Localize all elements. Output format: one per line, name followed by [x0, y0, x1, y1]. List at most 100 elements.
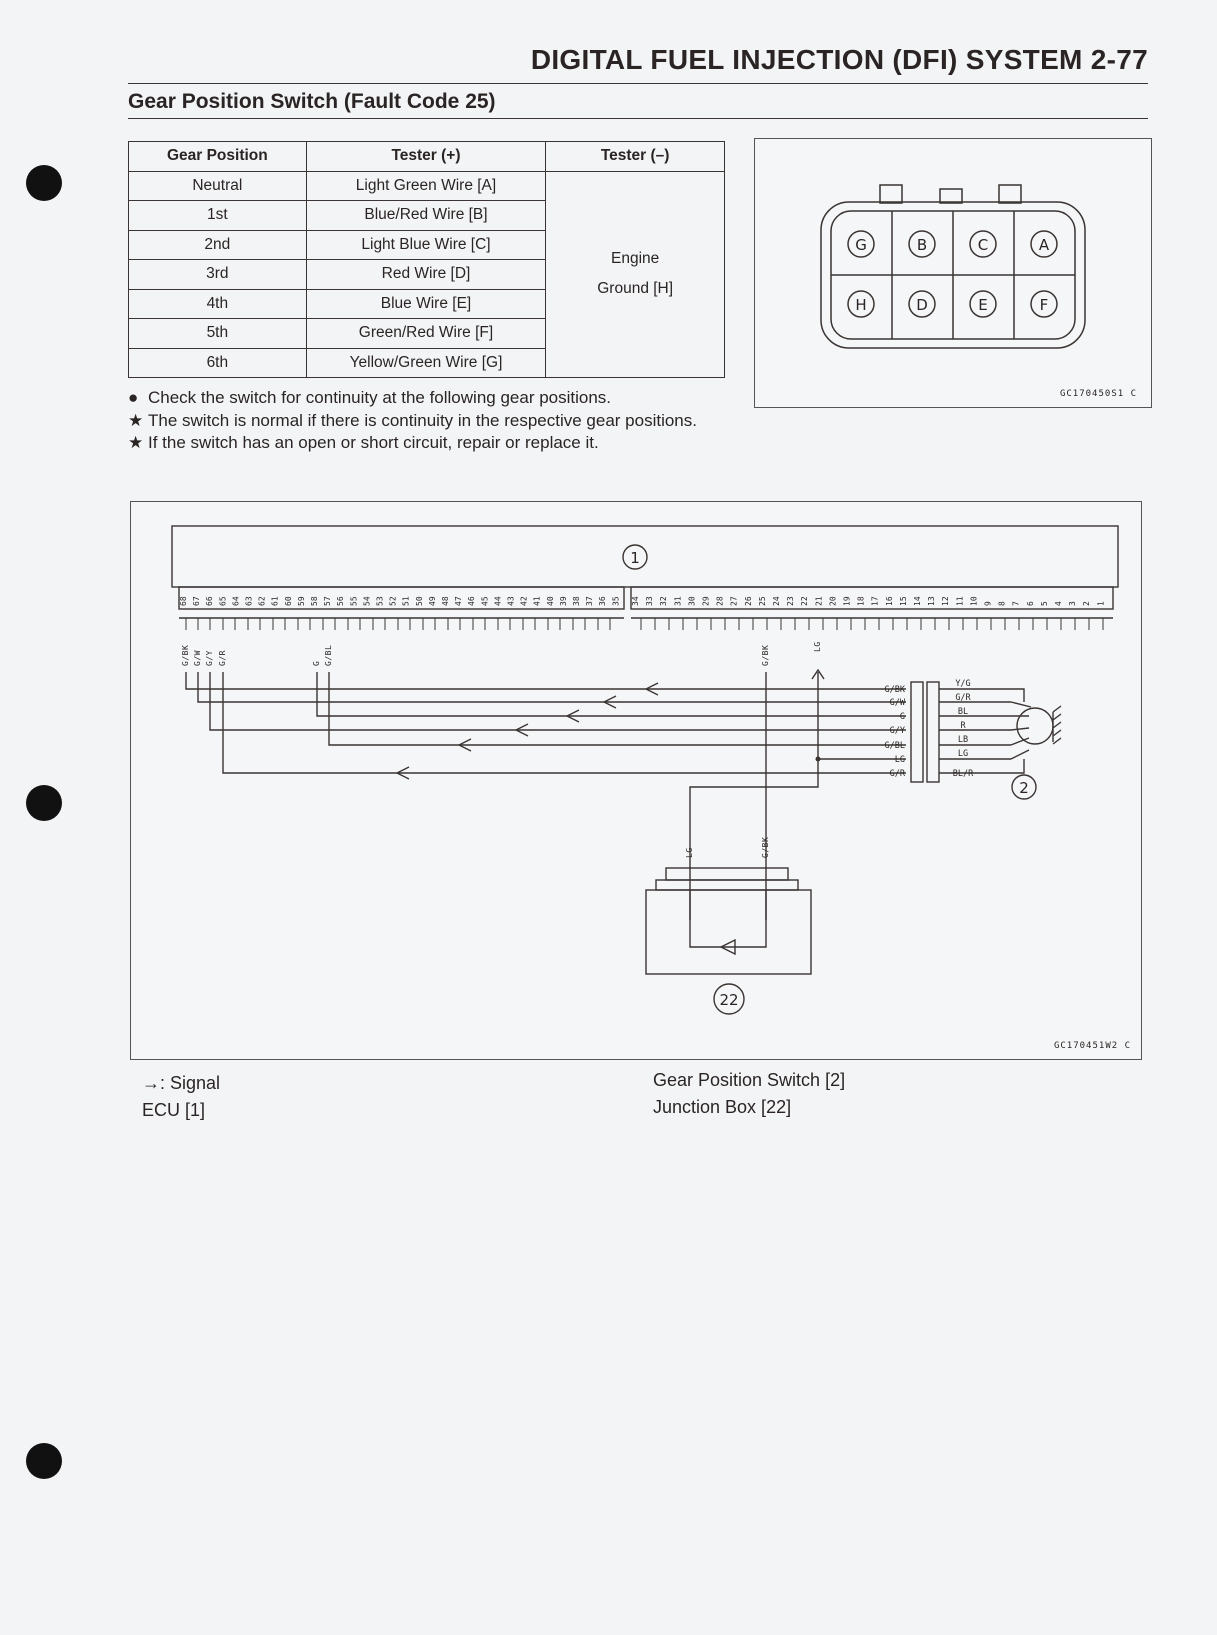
wire-lg-jb: [689, 759, 819, 920]
wire-g-w: [197, 672, 906, 703]
table-row: 2nd Light Blue Wire [C]: [128, 229, 725, 260]
wire-label: LG: [895, 755, 905, 765]
tester-plus-cell: Red Wire [D]: [305, 259, 547, 290]
ecu-pin-number: 31: [673, 596, 682, 606]
ecu-pin-number: 67: [192, 596, 201, 606]
connector-outer-shell: [820, 201, 1086, 349]
ecu-pin-number: 57: [323, 596, 332, 606]
procedure-notes: ● Check the switch for continuity at the …: [128, 387, 725, 455]
header-gear-position: Gear Position: [128, 141, 307, 172]
ecu-box: [171, 525, 1119, 588]
pin-label: H: [855, 296, 866, 314]
pin-circle: [1030, 290, 1058, 318]
wire-label: G/BK: [761, 837, 770, 858]
legend-left: →: Signal ECU [1]: [142, 1070, 220, 1124]
ecu-pin-number: 3: [1068, 601, 1077, 606]
wire-g-bl: [328, 672, 906, 746]
pin-circle: [969, 290, 997, 318]
ecu-pin-number: 66: [205, 596, 214, 606]
connector-figure-code: GC170450S1 C: [1059, 389, 1137, 399]
ecu-pin-number: 43: [507, 596, 516, 606]
connector-figure: G B C A H D E F GC170450S1 C: [754, 138, 1152, 408]
ecu-pin-number: 8: [998, 601, 1007, 606]
ecu-pin-number: 6: [1026, 601, 1035, 606]
ecu-pin-number: 20: [828, 596, 837, 606]
wire-label: LG: [958, 749, 968, 759]
note-item: ● Check the switch for continuity at the …: [128, 387, 725, 410]
wire-label: G/W: [890, 698, 906, 708]
pin-label: F: [1040, 296, 1049, 314]
ecu-pin-number: 22: [800, 596, 809, 606]
section-title: Gear Position Switch (Fault Code 25): [128, 90, 496, 113]
ecu-pin-number: 60: [284, 596, 293, 606]
header-tester-plus: Tester (+): [305, 141, 547, 172]
ecu-pin-number: 40: [546, 596, 555, 606]
table-row: 4th Blue Wire [E]: [128, 288, 725, 319]
ecu-pin-number: 13: [927, 596, 936, 606]
ecu-pin-number: 11: [955, 596, 964, 606]
gear-position-cell: 6th: [128, 347, 307, 378]
ecu-pin-number: 47: [454, 596, 463, 606]
ecu-callout: 1: [630, 549, 640, 567]
tester-plus-cell: Green/Red Wire [F]: [305, 318, 547, 349]
table-row: 6th Yellow/Green Wire [G]: [128, 347, 725, 378]
pin-circle: [908, 290, 936, 318]
section-rule: [128, 118, 1148, 119]
arrow-up-icon: [811, 668, 825, 680]
pin-label: E: [978, 296, 987, 314]
ecu-pin-number: 63: [245, 596, 254, 606]
wire-label: LG: [813, 641, 822, 652]
ecu-pin-number: 16: [885, 596, 894, 606]
ecu-pin-number: 33: [645, 596, 654, 606]
ecu-pin-number: 55: [349, 596, 358, 606]
ecu-pin-number: 58: [310, 596, 319, 606]
ecu-pin-number: 36: [598, 596, 607, 606]
diode-icon: [719, 938, 736, 956]
wire-label: G/BK: [885, 685, 906, 695]
wire-label: G/BK: [181, 645, 190, 666]
note-item: ★The switch is normal if there is contin…: [128, 410, 725, 433]
ecu-pin-number: 12: [941, 596, 950, 606]
ecu-pin-number: 56: [336, 596, 345, 606]
wire-label: G/Y: [890, 726, 905, 736]
gear-position-cell: 4th: [128, 288, 307, 319]
legend-signal: →: Signal: [142, 1073, 221, 1093]
ecu-pin-number: 26: [744, 596, 753, 606]
ecu-pin-number: 2: [1082, 601, 1091, 606]
note-text: Check the switch for continuity at the f…: [148, 388, 612, 407]
gear-position-cell: Neutral: [128, 170, 307, 201]
pin-label: B: [917, 236, 927, 254]
tester-plus-cell: Light Blue Wire [C]: [305, 229, 547, 260]
pin-label: C: [978, 236, 988, 254]
ecu-pin-number: 14: [913, 596, 922, 606]
ecu-pin-number: 53: [376, 596, 385, 606]
tester-plus-cell: Light Green Wire [A]: [305, 170, 547, 201]
gear-position-cell: 1st: [128, 200, 307, 231]
bullet-icon: ●: [128, 388, 139, 407]
ecu-pin-number: 28: [716, 596, 725, 606]
header-rule: [128, 83, 1148, 84]
ecu-pin-number: 27: [730, 596, 739, 606]
ecu-pin-row-right: [630, 586, 1114, 610]
ecu-pin-number: 18: [857, 596, 866, 606]
ecu-pin-row-left: [178, 586, 625, 610]
wire-label: G/Y: [205, 650, 214, 666]
ecu-pin-number: 35: [611, 596, 620, 606]
gear-position-cell: 3rd: [128, 259, 307, 290]
ecu-pin-number: 19: [843, 596, 852, 606]
star-icon: ★: [128, 433, 144, 452]
ecu-pin-number: 59: [297, 596, 306, 606]
ecu-pin-number: 15: [899, 596, 908, 606]
ecu-pin-number: 39: [559, 596, 568, 606]
callout-circle: [713, 983, 745, 1015]
legend-junction: Junction Box [22]: [653, 1097, 792, 1117]
tester-plus-cell: Blue/Red Wire [B]: [305, 200, 547, 231]
wire-label: G/R: [955, 693, 971, 703]
connector-latch: [939, 188, 963, 204]
ecu-pin-number: 54: [362, 596, 371, 606]
switch-connector-right: [926, 681, 940, 783]
wire-label: BL/R: [953, 769, 974, 779]
